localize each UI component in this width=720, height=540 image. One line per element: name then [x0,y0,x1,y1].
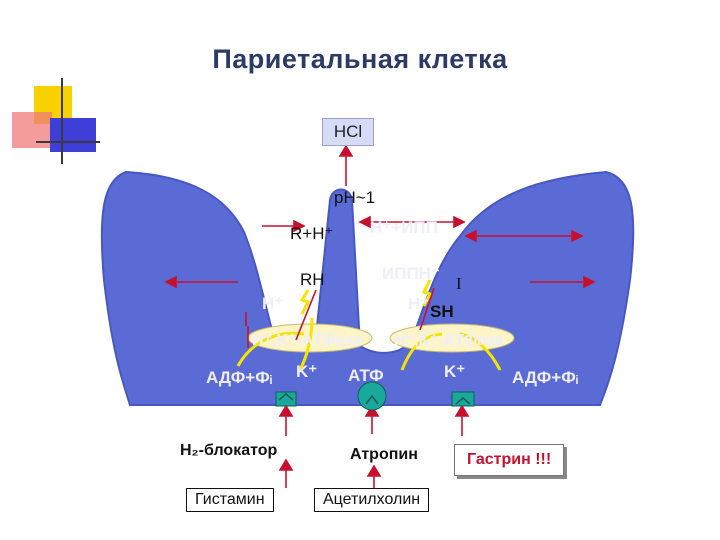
h-sh-label: H⁺ [408,294,430,313]
page-title: Париетальная клетка [212,44,508,74]
h2-receptor [275,391,297,407]
blue-square [50,118,96,152]
gastrin-receptor [451,391,475,407]
atpase-right-label: H⁺,K⁺-АТФаза [394,332,504,349]
atpase-left-label: H⁺,K⁺-АТФаза [252,332,362,349]
histamine-box: Гистамин [186,488,274,512]
h2-blocker-label: H₂-блокатор [180,442,278,459]
atropine-label: Атропин [350,446,418,463]
bolt-right [421,279,433,307]
adp-right-label: АДФ+Фᵢ [512,368,579,387]
curve-right-1 [400,332,443,371]
rh-reaction-label: R+H⁺ [290,224,334,243]
sh-label: SH [430,302,454,321]
curve-left-2 [298,317,314,371]
roman-one-label: I [456,274,462,293]
h-ipp-label: H⁺+ИПП [370,218,438,237]
muscarinic-receptor-notch [365,394,379,405]
k-left-label: K⁺ [296,362,318,381]
adp-left-label: АДФ+Фᵢ [206,368,273,387]
red-arrows [164,144,596,488]
ph-label: pH~1 [334,188,376,207]
h-left-label: H⁺ [262,294,284,313]
k-right-label: K⁺ [444,362,466,381]
gastrin-box: Гастрин !!! [454,444,565,476]
gastrin-receptor-notch [455,397,471,405]
h2-receptor-notch [278,393,294,401]
bolt-left [299,289,311,315]
rh-label: RH [300,270,325,289]
curve-right-2 [459,332,502,371]
atp-label: АТФ [348,366,384,385]
curve-left-1 [236,331,305,367]
ippn-label: ИППН⁺ [382,264,440,283]
acetylcholine-box: Ацетилхолин [314,488,430,512]
hcl-box: HCl [322,118,374,146]
